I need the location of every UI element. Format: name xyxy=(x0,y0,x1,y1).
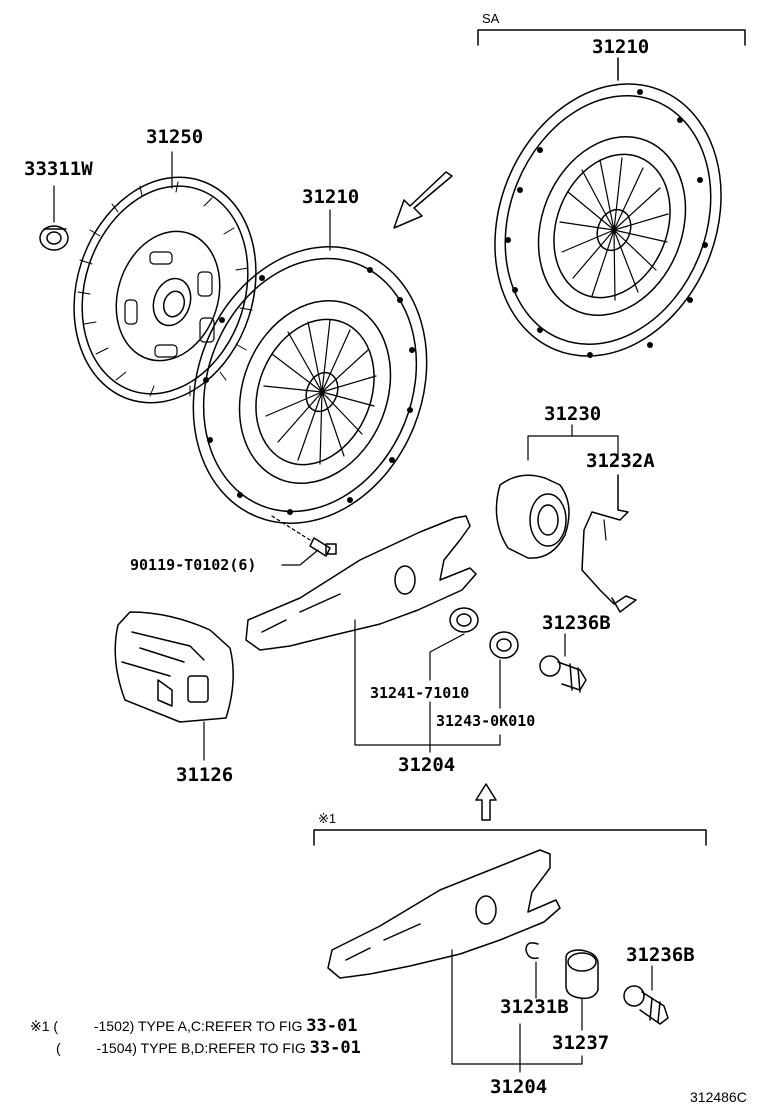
part-label-31237: 31237 xyxy=(552,1032,610,1054)
clutch-disc xyxy=(73,176,257,404)
leader-lines-top xyxy=(171,151,331,251)
part-label-31236b-top: 31236B xyxy=(542,612,611,634)
part-label-31243: 31243-0K010 xyxy=(436,712,536,730)
fork-bush-31237 xyxy=(565,949,599,1000)
part-label-31232a: 31232A xyxy=(586,450,655,472)
hub-clip xyxy=(581,474,637,613)
release-bearing xyxy=(495,474,570,559)
part-label-31204-bottom: 31204 xyxy=(490,1076,548,1098)
part-label-31126: 31126 xyxy=(176,764,234,786)
footnote-1-text: -1502) TYPE A,C:REFER TO FIG xyxy=(93,1018,303,1034)
note1-bracket xyxy=(313,829,707,846)
release-fork-boot xyxy=(114,611,234,723)
fork-bush-31241 xyxy=(449,607,479,633)
part-label-31204-top: 31204 xyxy=(398,754,456,776)
footnote-2: ( -1504) TYPE B,D:REFER TO FIG 33-01 xyxy=(56,1040,361,1057)
part-label-31231b: 31231B xyxy=(500,996,569,1018)
part-label-31210-sa: 31210 xyxy=(592,36,650,58)
bracket-31204-bottom xyxy=(451,949,583,1073)
footnote-2-text: -1504) TYPE B,D:REFER TO FIG xyxy=(96,1040,306,1056)
part-label-90119: 90119-T0102(6) xyxy=(130,556,257,574)
bracket-31230 xyxy=(527,435,619,461)
direction-arrow-up xyxy=(475,783,497,821)
part-label-31210: 31210 xyxy=(302,186,360,208)
footnote-2-prefix: ( xyxy=(56,1040,61,1056)
footnote-1: ※1 ( -1502) TYPE A,C:REFER TO FIG 33-01 xyxy=(30,1018,357,1035)
release-fork-alt xyxy=(327,849,561,979)
fork-clip xyxy=(525,942,539,960)
clutch-cover xyxy=(192,246,428,541)
release-fork xyxy=(245,515,477,651)
leader-lines-mid xyxy=(354,619,501,753)
pivot-stud-top xyxy=(539,655,587,693)
footnote-1-prefix: ※1 ( xyxy=(30,1018,59,1034)
sa-tag: SA xyxy=(482,11,500,26)
leader-90119 xyxy=(281,549,319,566)
sa-bracket xyxy=(477,29,746,81)
part-label-31241: 31241-71010 xyxy=(370,684,470,702)
footnote-1-fig: 33-01 xyxy=(306,1016,358,1036)
part-label-31250: 31250 xyxy=(146,126,204,148)
footnote-2-fig: 33-01 xyxy=(309,1038,361,1058)
pilot-bearing xyxy=(39,225,69,251)
fork-bush-31243 xyxy=(489,631,519,659)
figure-id: 312486C xyxy=(690,1089,747,1105)
clutch-cover-sa xyxy=(494,83,722,358)
bolt xyxy=(309,537,337,557)
direction-arrow-down-left xyxy=(393,171,453,229)
note1-tag: ※1 xyxy=(318,811,337,826)
pivot-stud-bottom xyxy=(623,985,669,1025)
part-label-33311w: 33311W xyxy=(24,158,93,180)
part-label-31230: 31230 xyxy=(544,403,602,425)
part-label-31236b-bottom: 31236B xyxy=(626,944,695,966)
